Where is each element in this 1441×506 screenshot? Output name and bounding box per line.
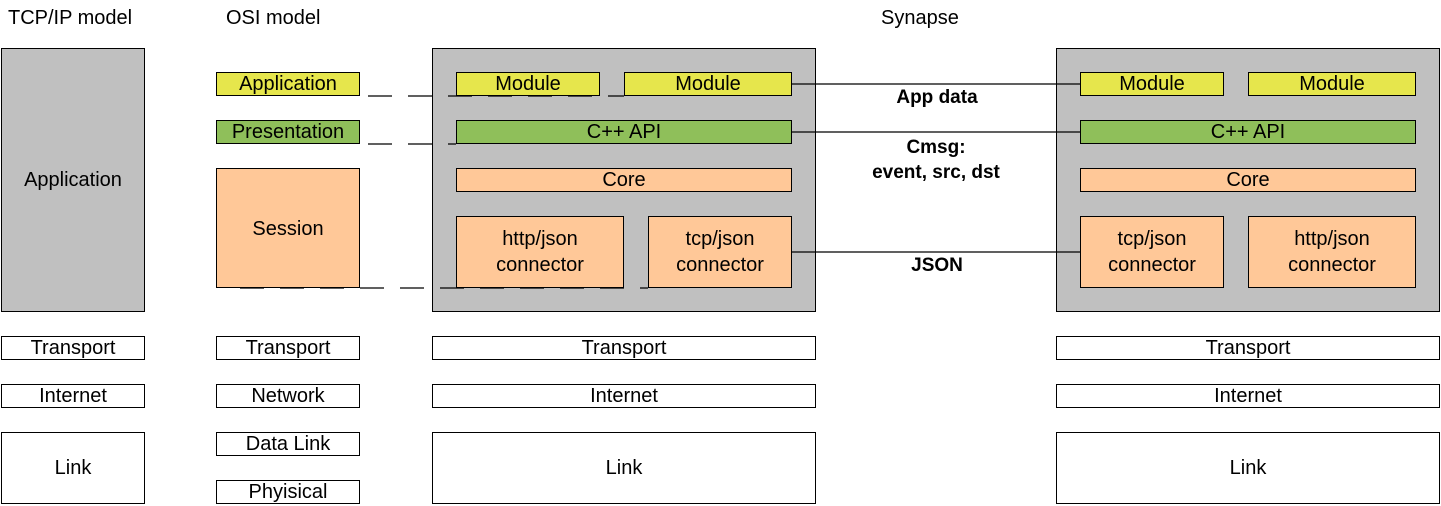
osi-datalink-layer: Data Link — [216, 432, 360, 456]
left-module-label-2: Module — [675, 73, 741, 95]
osi-transport-label: Transport — [245, 337, 331, 359]
right-core-box: Core — [1080, 168, 1416, 192]
left-tcp-json-connector: tcp/json connector — [648, 216, 792, 288]
osi-physical-layer: Phyisical — [216, 480, 360, 504]
osi-presentation-label: Presentation — [231, 121, 345, 143]
osi-presentation-layer: Presentation — [216, 120, 360, 144]
left-internet-layer: Internet — [432, 384, 816, 408]
tcpip-link-layer: Link — [1, 432, 145, 504]
right-transport-label: Transport — [1205, 337, 1291, 359]
tcpip-internet-label: Internet — [39, 385, 107, 407]
left-cpp-api-box: C++ API — [456, 120, 792, 144]
right-internet-layer: Internet — [1056, 384, 1440, 408]
right-link-label: Link — [1229, 457, 1267, 479]
tcpip-link-label: Link — [54, 457, 92, 479]
right-module-label-2: Module — [1299, 73, 1365, 95]
tcpip-transport-label: Transport — [30, 337, 116, 359]
left-core-box: Core — [456, 168, 792, 192]
left-http-json-connector-label: http/json connector — [496, 228, 584, 276]
right-link-layer: Link — [1056, 432, 1440, 504]
osi-physical-label: Phyisical — [248, 481, 328, 503]
tcpip-model-title: TCP/IP model — [8, 7, 133, 29]
osi-datalink-label: Data Link — [245, 433, 331, 455]
left-http-json-connector: http/json connector — [456, 216, 624, 288]
tcpip-application-layer: Application — [1, 48, 145, 312]
right-module-box-2: Module — [1248, 72, 1416, 96]
right-transport-layer: Transport — [1056, 336, 1440, 360]
right-cpp-api-label: C++ API — [1210, 121, 1286, 143]
synapse-title: Synapse — [881, 7, 959, 29]
tcpip-application-label: Application — [24, 169, 122, 191]
right-module-label-1: Module — [1119, 73, 1185, 95]
cmsg-label: Cmsg: event, src, dst — [872, 137, 1000, 183]
left-link-label: Link — [605, 457, 643, 479]
left-module-label-1: Module — [495, 73, 561, 95]
left-module-box-2: Module — [624, 72, 792, 96]
app-data-label: App data — [896, 87, 978, 108]
left-module-box-1: Module — [456, 72, 600, 96]
left-transport-layer: Transport — [432, 336, 816, 360]
tcpip-internet-layer: Internet — [1, 384, 145, 408]
left-transport-label: Transport — [581, 337, 667, 359]
right-core-label: Core — [1226, 169, 1270, 191]
right-internet-label: Internet — [1214, 385, 1282, 407]
right-module-box-1: Module — [1080, 72, 1224, 96]
osi-transport-layer: Transport — [216, 336, 360, 360]
right-tcp-json-connector-label: tcp/json connector — [1108, 228, 1196, 276]
right-tcp-json-connector: tcp/json connector — [1080, 216, 1224, 288]
osi-session-label: Session — [252, 218, 324, 240]
left-core-label: Core — [602, 169, 646, 191]
osi-network-layer: Network — [216, 384, 360, 408]
right-http-json-connector-label: http/json connector — [1288, 228, 1376, 276]
json-label: JSON — [911, 255, 963, 276]
left-internet-label: Internet — [590, 385, 658, 407]
right-cpp-api-box: C++ API — [1080, 120, 1416, 144]
osi-model-title: OSI model — [226, 7, 321, 29]
osi-application-label: Application — [239, 73, 337, 95]
left-link-layer: Link — [432, 432, 816, 504]
osi-network-label: Network — [251, 385, 325, 407]
left-cpp-api-label: C++ API — [586, 121, 662, 143]
right-http-json-connector: http/json connector — [1248, 216, 1416, 288]
tcpip-transport-layer: Transport — [1, 336, 145, 360]
osi-session-layer: Session — [216, 168, 360, 288]
osi-application-layer: Application — [216, 72, 360, 96]
left-tcp-json-connector-label: tcp/json connector — [676, 228, 764, 276]
